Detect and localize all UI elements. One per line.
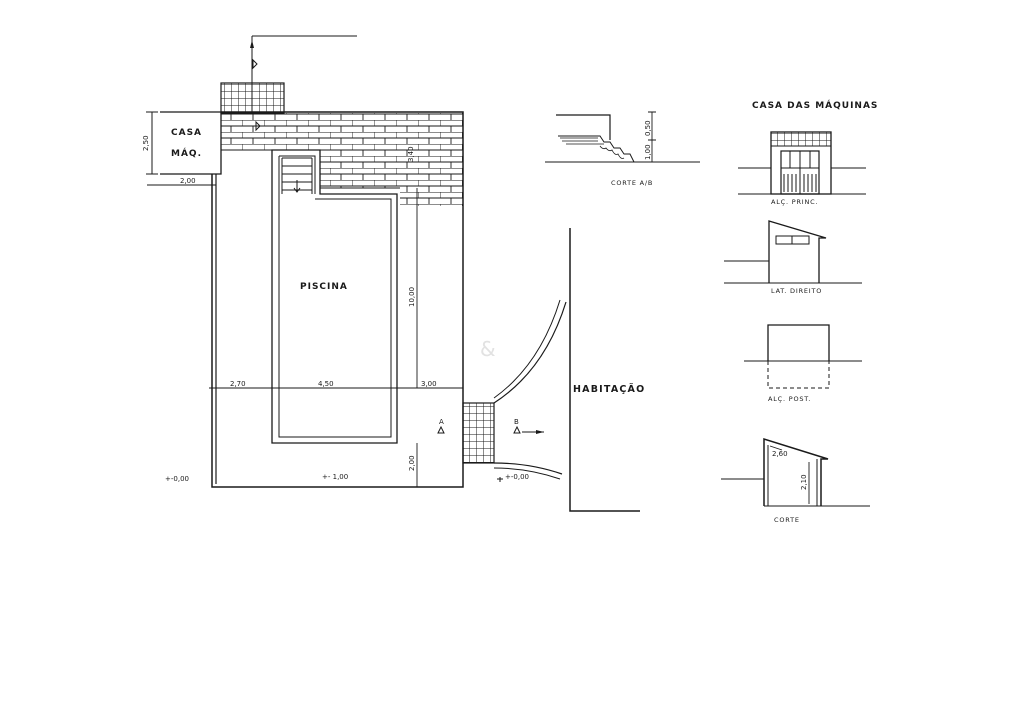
- alc-post-label: ALÇ. POST.: [768, 395, 811, 403]
- lat-direito-label: LAT. DIREITO: [771, 287, 822, 295]
- lot-outline: [211, 111, 464, 488]
- pool-steps: [281, 157, 313, 194]
- casa-maq-dim-width: 2,00: [180, 177, 196, 185]
- curved-walls: [493, 299, 567, 482]
- corte-label: CORTE: [774, 516, 800, 524]
- level-outside: +-0,00: [165, 475, 189, 483]
- dim-right: 3,00: [421, 380, 437, 388]
- casa-maquinas-title: CASA DAS MÁQUINAS: [752, 99, 878, 111]
- corte-ab-section: 0,50 1,00 CORTE A/B: [545, 111, 700, 187]
- pool-label: PISCINA: [300, 282, 348, 292]
- casa-das-maquinas: CASA DAS MÁQUINAS ALÇ. PRINC. LAT. DIREI…: [721, 99, 878, 524]
- site-plan: 2,50 2,00 CASA MÁQ. PISCINA: [142, 35, 645, 512]
- casa-maq-label-1: CASA: [171, 128, 202, 138]
- casa-maq-box: 2,50 2,00 CASA MÁQ.: [142, 111, 222, 186]
- section-markers: A B: [437, 418, 544, 434]
- section-corte: 2,60 2,10 CORTE: [721, 437, 870, 524]
- elevation-rear: ALÇ. POST.: [744, 324, 862, 403]
- section-b: B: [514, 418, 519, 426]
- dim-left: 2,70: [230, 380, 246, 388]
- corte-dim-h1: 2,60: [772, 450, 788, 458]
- level-deck: +- 1,00: [322, 473, 348, 481]
- elevation-right-side: LAT. DIREITO: [724, 220, 862, 295]
- corte-ab-label: CORTE A/B: [611, 179, 653, 187]
- pool: PISCINA: [271, 149, 398, 444]
- dim-bottom: 2,00: [408, 455, 416, 471]
- entry-grate: [462, 402, 495, 464]
- casa-maq-label-2: MÁQ.: [171, 147, 202, 159]
- corte-dim-h2: 2,10: [800, 474, 808, 490]
- elevation-principal: ALÇ. PRINC.: [738, 131, 866, 206]
- habitacao-label: HABITAÇÃO: [573, 384, 645, 395]
- dim-pool-length: 10,00: [408, 287, 416, 307]
- watermark: &: [480, 337, 496, 361]
- alc-princ-label: ALÇ. PRINC.: [771, 198, 818, 206]
- level-entry: +-0,00: [505, 473, 529, 481]
- dim-steps: 3,40: [407, 146, 415, 162]
- corte-ab-dim-bottom: 1,00: [644, 144, 652, 160]
- section-a: A: [439, 418, 444, 426]
- width-dimensions: 2,70 4,50 3,00: [209, 380, 464, 392]
- top-grate: [220, 82, 285, 114]
- corte-ab-dim-top: 0,50: [644, 120, 652, 136]
- house-wall: [569, 228, 640, 512]
- dim-pool-width: 4,50: [318, 380, 334, 388]
- casa-maq-dim-height: 2,50: [142, 135, 150, 151]
- brick-paving: [221, 113, 463, 206]
